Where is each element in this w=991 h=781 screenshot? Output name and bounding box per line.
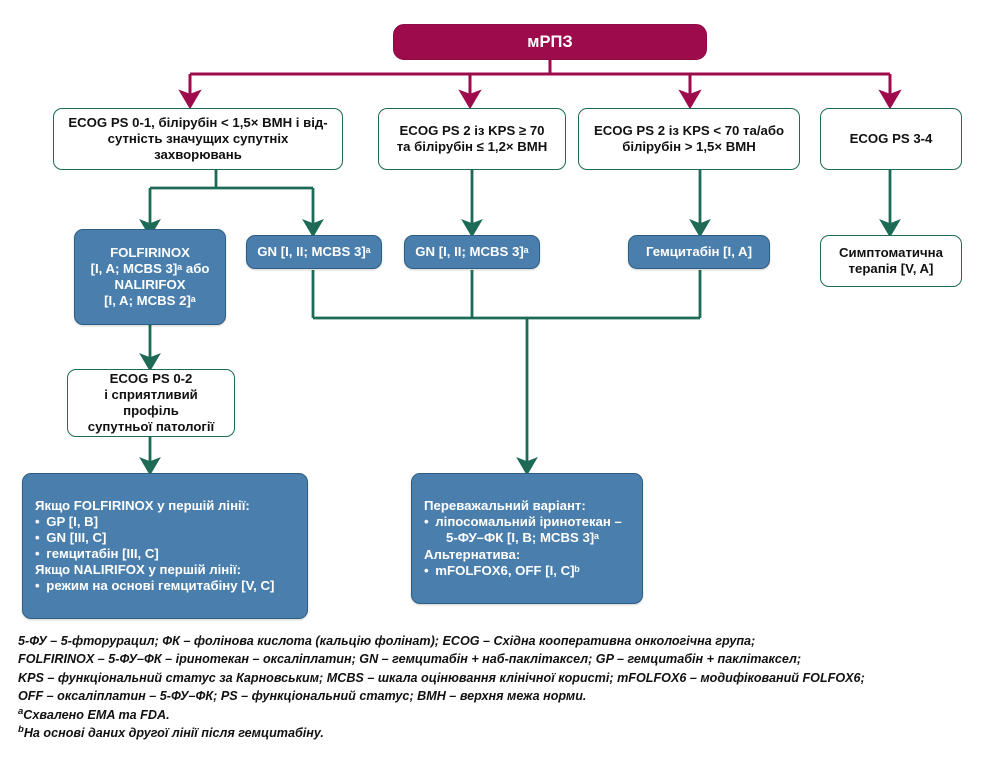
folfirinox-text: FOLFIRINOX [I, A; MCBS 3]ᵃ або NALIRIFOX… [91, 245, 210, 309]
second-line-right-heading-2: Альтернатива: [424, 546, 521, 562]
second-line-left-text: Якщо FOLFIRINOX у першій лінії: • GP [I,… [35, 498, 297, 595]
second-line-left-item: • режим на основі гемцитабіну [V, C] [35, 578, 275, 594]
node-second-line-right[interactable]: Переважальний варіант: • ліпосомальний і… [411, 473, 643, 604]
node-treatment-gn-left[interactable]: GN [I, II; MCBS 3]ᵃ [246, 235, 382, 269]
node-title-label: мРПЗ [527, 32, 573, 51]
criteria-ecog-3-4-text: ECOG PS 3-4 [850, 131, 933, 147]
gn-mid-label: GN [I, II; MCBS 3]ᵃ [415, 243, 529, 259]
node-treatment-gemcitabine[interactable]: Гемцитабін [I, A] [628, 235, 770, 269]
criteria-ecog-0-1-text: ECOG PS 0-1, білірубін < 1,5× ВМН і від-… [62, 115, 334, 163]
criteria-line-1: ECOG PS 2 із KPS ≥ 70 [399, 122, 545, 138]
node-criteria-ecog-3-4[interactable]: ECOG PS 3-4 [820, 108, 962, 170]
criteria-line-2: та білірубін ≤ 1,2× ВМН [396, 139, 548, 154]
node-ecog-ps-0-2[interactable]: ECOG PS 0-2 і сприятливий профіль супутн… [67, 369, 235, 437]
folfirinox-line-1: FOLFIRINOX [110, 244, 190, 260]
gn-left-label: GN [I, II; MCBS 3]ᵃ [257, 243, 371, 259]
second-line-left-item: • GN [III, C] [35, 529, 107, 545]
footnotes-block: 5-ФУ – 5-фторурацил; ФК – фолінова кисло… [18, 632, 978, 742]
node-treatment-gn-mid[interactable]: GN [I, II; MCBS 3]ᵃ [404, 235, 540, 269]
symptomatic-line-1: Симптоматична [839, 244, 943, 260]
criteria-line-1: ECOG PS 0-1, білірубін < 1,5× ВМН і від- [68, 114, 328, 130]
second-line-right-item: • mFOLFOX6, OFF [I, C]ᵇ [424, 562, 580, 578]
criteria-line-2: сутність значущих супутніх захворювань [107, 130, 289, 163]
second-line-right-text: Переважальний варіант: • ліпосомальний і… [424, 498, 632, 578]
second-line-right-heading-1: Переважальний варіант: [424, 498, 586, 514]
criteria-ecog-2-kps-high-text: ECOG PS 2 із KPS ≥ 70 та білірубін ≤ 1,2… [397, 123, 548, 155]
ecog-0-2-line-3: супутньої патології [87, 419, 215, 435]
node-criteria-ecog-0-1[interactable]: ECOG PS 0-1, білірубін < 1,5× ВМН і від-… [53, 108, 343, 170]
footnote-line-4: OFF – оксаліплатин – 5-ФУ–ФК; PS – функц… [18, 689, 587, 704]
folfirinox-line-3: NALIRIFOX [114, 277, 186, 292]
folfirinox-line-2: [I, A; MCBS 3]ᵃ або [90, 260, 210, 276]
criteria-line-2: білірубін > 1,5× ВМН [622, 139, 756, 154]
ecog-ps-0-2-text: ECOG PS 0-2 і сприятливий профіль супутн… [76, 371, 226, 435]
node-treatment-folfirinox-nalirifox[interactable]: FOLFIRINOX [I, A; MCBS 3]ᵃ або NALIRIFOX… [74, 229, 226, 325]
node-criteria-ecog-2-kps-high[interactable]: ECOG PS 2 із KPS ≥ 70 та білірубін ≤ 1,2… [378, 108, 566, 170]
second-line-right-item: • ліпосомальний іринотекан – [424, 514, 622, 530]
ecog-0-2-line-2: і сприятливий профіль [104, 386, 198, 418]
footnote-line-1: 5-ФУ – 5-фторурацил; ФК – фолінова кисло… [18, 634, 756, 648]
footnote-line-5: aСхвалено EMA та FDA. [18, 705, 170, 722]
ecog-0-2-line-1: ECOG PS 0-2 [109, 370, 193, 386]
folfirinox-line-4: [I, A; MCBS 2]ᵃ [104, 293, 196, 309]
second-line-left-item: • GP [I, B] [35, 513, 99, 529]
footnote-line-6: bНа основі даних другої лінії після гемц… [18, 723, 324, 740]
second-line-left-heading-1: Якщо FOLFIRINOX у першій лінії: [35, 497, 250, 513]
footnote-line-2: FOLFIRINOX – 5-ФУ–ФК – іринотекан – окса… [18, 652, 802, 667]
criteria-line-1: ECOG PS 2 із KPS < 70 та/або [593, 122, 785, 138]
node-title-mrpz[interactable]: мРПЗ [393, 24, 707, 60]
criteria-line-1: ECOG PS 3-4 [849, 130, 933, 146]
second-line-right-item-cont: 5-ФУ–ФК [I, B; MCBS 3]ᵃ [446, 530, 600, 546]
node-criteria-ecog-2-kps-low[interactable]: ECOG PS 2 із KPS < 70 та/або білірубін >… [578, 108, 800, 170]
symptomatic-line-2: терапія [V, A] [848, 261, 934, 276]
second-line-left-item: • гемцитабін [III, C] [35, 546, 159, 561]
footnote-line-3: KPS – функціональний статус за Карновськ… [18, 670, 865, 685]
symptomatic-text: Симптоматична терапія [V, A] [839, 245, 943, 277]
node-second-line-left[interactable]: Якщо FOLFIRINOX у першій лінії: • GP [I,… [22, 473, 308, 619]
criteria-ecog-2-kps-low-text: ECOG PS 2 із KPS < 70 та/або білірубін >… [594, 123, 784, 155]
second-line-left-heading-2: Якщо NALIRIFOX у першій лінії: [35, 562, 242, 578]
node-treatment-symptomatic[interactable]: Симптоматична терапія [V, A] [820, 235, 962, 287]
gemcitabine-label: Гемцитабін [I, A] [646, 243, 752, 259]
